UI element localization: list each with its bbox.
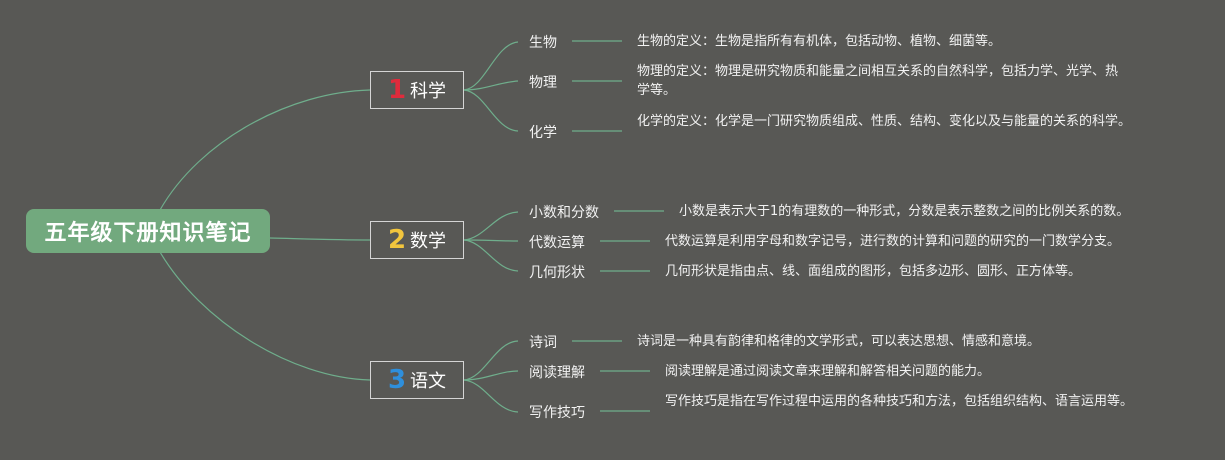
connector-branch-1-sub-2 (463, 80, 519, 91)
connector-root-branch-2 (269, 237, 371, 241)
branch-node-math[interactable]: 2 数学 (370, 221, 464, 259)
connector-branch-2-sub-3 (463, 239, 519, 272)
topic-physics[interactable]: 物理 (529, 75, 557, 91)
branch-label-chinese: 语文 (410, 371, 447, 392)
desc-algebra: 代数运算是利用字母和数字记号，进行数的计算和问题的研究的一门数学分支。 (665, 234, 1121, 249)
branch-number-2: 2 (387, 225, 407, 255)
topic-writing[interactable]: 写作技巧 (529, 405, 585, 421)
desc-physics: 物理的定义：物理是研究物质和能量之间相互关系的自然科学，包括力学、光学、热学等。 (637, 64, 1119, 98)
topic-reading[interactable]: 阅读理解 (529, 365, 585, 381)
connector-branch-3-sub-2 (463, 370, 519, 381)
root-node[interactable]: 五年级下册知识笔记 (26, 209, 270, 253)
topic-chemistry[interactable]: 化学 (529, 125, 557, 141)
connector-branch-1-sub-1 (463, 41, 519, 91)
topic-poetry[interactable]: 诗词 (529, 335, 557, 351)
connector-root-branch-1 (159, 89, 371, 211)
topic-geometry[interactable]: 几何形状 (529, 265, 585, 281)
connector-root-branch-3 (159, 251, 371, 381)
topic-decimals-fractions[interactable]: 小数和分数 (529, 205, 599, 221)
desc-geometry: 几何形状是指由点、线、面组成的图形，包括多边形、圆形、正方体等。 (665, 264, 1082, 279)
connector-branch-1-sub-3 (463, 89, 519, 132)
desc-reading: 阅读理解是通过阅读文章来理解和解答相关问题的能力。 (665, 364, 991, 379)
topic-algebra[interactable]: 代数运算 (529, 235, 585, 251)
desc-poetry: 诗词是一种具有韵律和格律的文学形式，可以表达思想、情感和意境。 (637, 334, 1041, 349)
connector-branch-2-sub-2 (463, 239, 519, 242)
desc-biology: 生物的定义：生物是指所有有机体，包括动物、植物、细菌等。 (637, 34, 1002, 49)
desc-decimals-fractions: 小数是表示大于1的有理数的一种形式，分数是表示整数之间的比例关系的数。 (679, 204, 1130, 219)
branch-number-3: 3 (387, 365, 407, 395)
connector-branch-2-sub-1 (463, 211, 519, 241)
branch-number-1: 1 (387, 75, 407, 105)
branch-label-science: 科学 (410, 81, 447, 102)
desc-writing: 写作技巧是指在写作过程中运用的各种技巧和方法，包括组织结构、语言运用等。 (665, 394, 1134, 409)
topic-biology[interactable]: 生物 (529, 35, 557, 51)
branch-node-chinese[interactable]: 3 语文 (370, 361, 464, 399)
connector-branch-3-sub-1 (463, 340, 519, 381)
root-title: 五年级下册知识笔记 (44, 221, 252, 246)
connector-branch-3-sub-3 (463, 379, 519, 413)
branch-node-science[interactable]: 1 科学 (370, 71, 464, 109)
branch-label-math: 数学 (410, 231, 447, 252)
desc-chemistry: 化学的定义：化学是一门研究物质组成、性质、结构、变化以及与能量的关系的科学。 (637, 114, 1132, 129)
